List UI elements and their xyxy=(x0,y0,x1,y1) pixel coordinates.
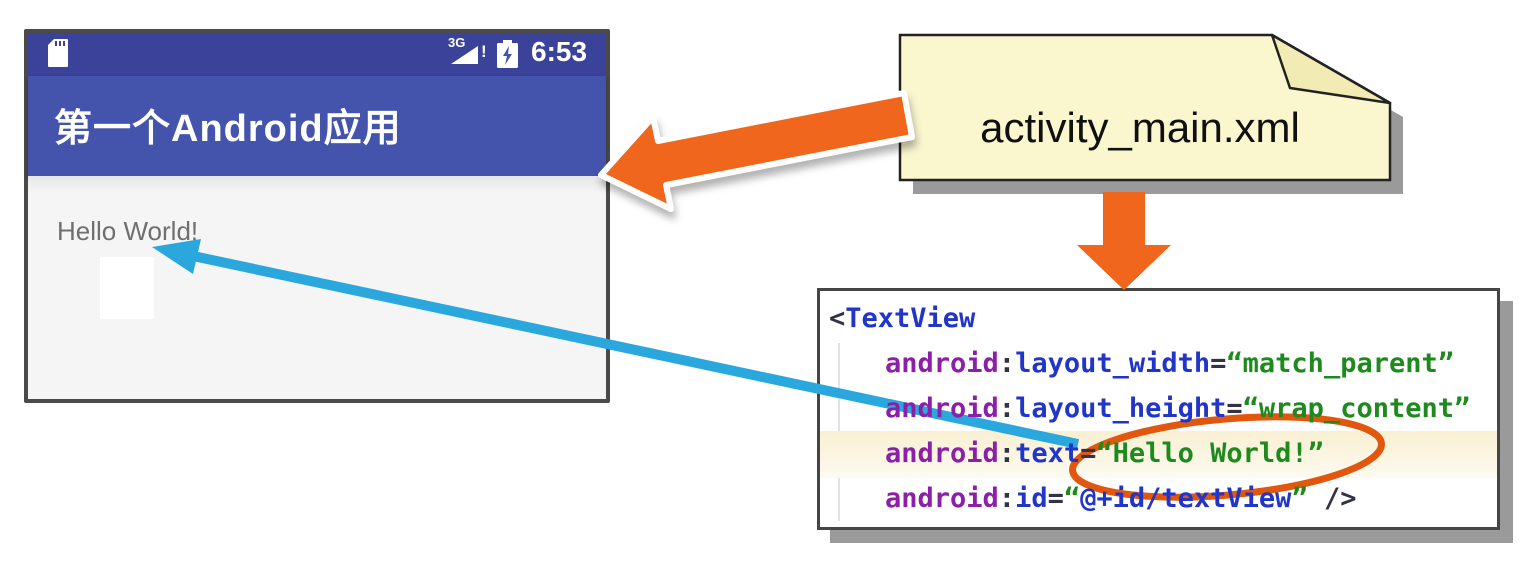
note-folded-corner xyxy=(1270,33,1392,105)
token-quote-open: “ xyxy=(1063,483,1081,514)
token-attr-name: layout_height xyxy=(1015,393,1227,424)
token-open-bracket: < xyxy=(829,303,846,334)
token-namespace: android xyxy=(885,483,999,514)
token-id-value: @+id/textView xyxy=(1080,483,1292,514)
token-equals: = xyxy=(1080,438,1097,469)
token-self-close: /> xyxy=(1307,483,1357,514)
code-snippet-box: <TextView android:layout_width=“match_pa… xyxy=(817,288,1500,530)
app-title: 第一个Android应用 xyxy=(54,108,402,150)
token-colon: : xyxy=(998,438,1016,469)
token-attr-name: id xyxy=(1015,483,1048,514)
token-equals: = xyxy=(1047,483,1064,514)
token-attr-value: “wrap_content” xyxy=(1242,393,1471,424)
token-equals: = xyxy=(1226,393,1243,424)
token-attr-value: “Hello World!” xyxy=(1096,438,1324,469)
code-line-textview-open: <TextView xyxy=(820,296,1497,341)
code-line-layout-height: android:layout_height=“wrap_content” xyxy=(820,386,1497,431)
arrow-note-to-phone xyxy=(598,90,915,212)
code-line-layout-width: android:layout_width=“match_parent” xyxy=(820,341,1497,386)
token-namespace: android xyxy=(885,393,999,424)
token-colon: : xyxy=(998,348,1016,379)
token-attr-name: text xyxy=(1015,438,1081,469)
app-bar: 第一个Android应用 xyxy=(28,76,606,176)
status-bar: 3G ! 6:53 xyxy=(28,33,606,76)
note-label: activity_main.xml xyxy=(980,104,1300,151)
clock-text: 6:53 xyxy=(531,36,588,67)
signal-3g-icon xyxy=(451,46,478,64)
token-namespace: android xyxy=(885,348,999,379)
code-line-text-attr: android:text=“Hello World!” xyxy=(820,431,1497,476)
token-attr-name: layout_width xyxy=(1015,348,1211,379)
token-tag-name: TextView xyxy=(845,303,976,334)
token-namespace: android xyxy=(885,438,999,469)
arrow-note-to-code xyxy=(1077,192,1171,290)
code-lines: <TextView android:layout_width=“match_pa… xyxy=(820,296,1497,521)
hello-world-textview: Hello World! xyxy=(57,216,199,246)
battery-charging-icon xyxy=(497,40,518,68)
code-line-id-attr: android:id=“@+id/textView” /> xyxy=(820,476,1497,521)
android-app-screenshot: 3G ! 6:53 第一个Android应用 Hello World! xyxy=(24,29,610,403)
token-quote-close: ” xyxy=(1291,483,1308,514)
signal-alert-label: ! xyxy=(481,42,487,61)
sd-card-icon xyxy=(48,39,68,67)
token-attr-value: “match_parent” xyxy=(1226,348,1454,379)
content-area: Hello World! xyxy=(28,176,606,399)
token-colon: : xyxy=(998,393,1016,424)
white-patch xyxy=(100,257,154,319)
token-equals: = xyxy=(1210,348,1227,379)
token-colon: : xyxy=(998,483,1016,514)
